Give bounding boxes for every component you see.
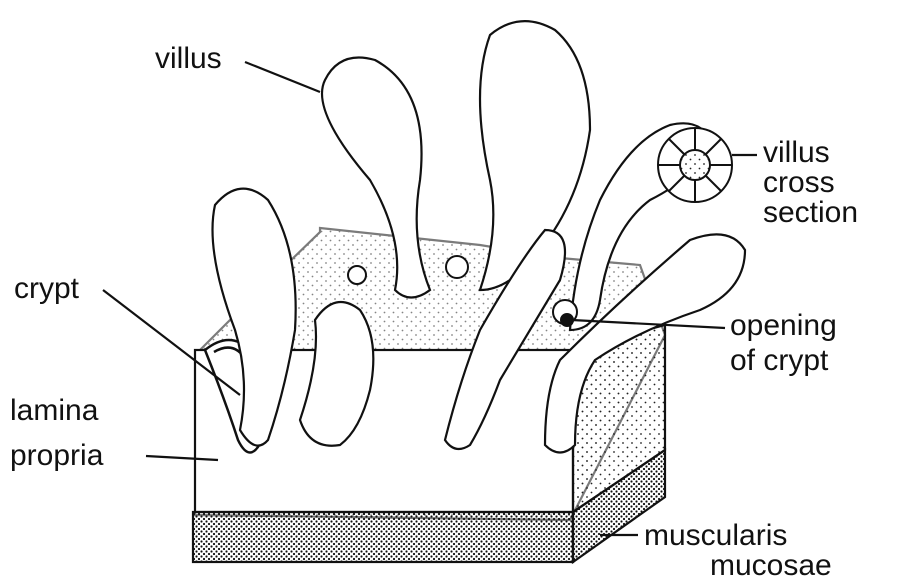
label-lamina-propria-1: lamina [10,394,99,427]
crypt-opening-3-center [561,314,573,326]
label-villus-cross-section-3: section [763,196,858,229]
label-opening-of-crypt-1: opening [730,309,837,342]
label-muscularis-mucosae-2: mucosae [710,549,832,581]
crypt-opening-1 [348,266,366,284]
label-crypt: crypt [14,272,80,305]
villus-cross-section [658,128,732,202]
label-villus-cross-section-1: villus [763,136,830,169]
label-opening-of-crypt-2: of crypt [730,344,829,377]
leader-villus [245,62,320,92]
label-muscularis-mucosae-1: muscularis [644,519,787,552]
label-villus-cross-section-2: cross [763,166,835,199]
crypt-opening-2 [446,256,468,278]
muscularis-front [193,512,573,562]
label-villus: villus [155,42,222,75]
label-lamina-propria-2: propria [10,439,104,472]
